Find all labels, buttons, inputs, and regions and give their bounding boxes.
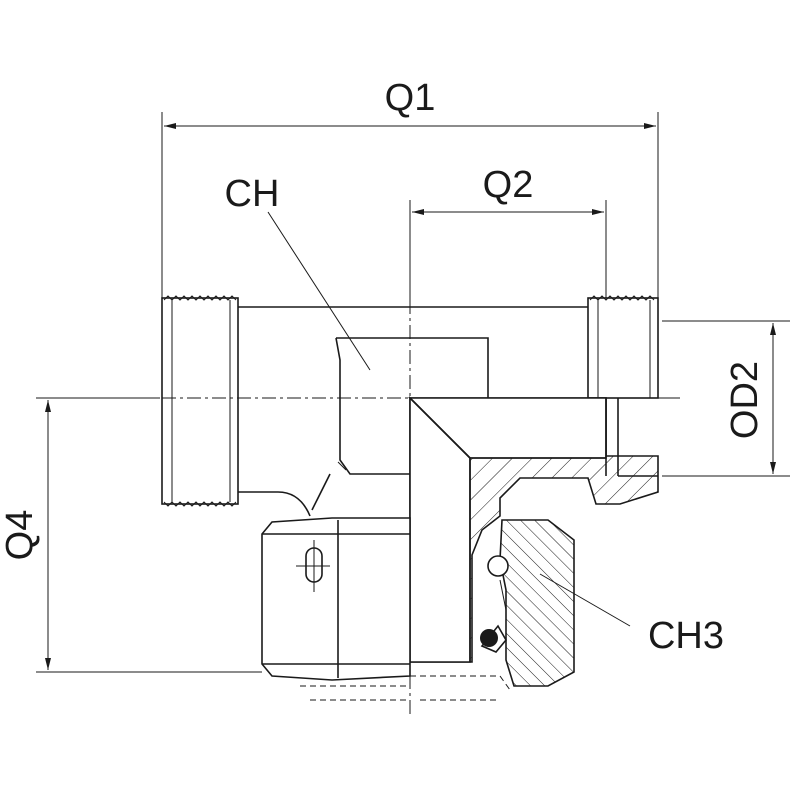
- label-q2: Q2: [483, 164, 534, 206]
- dimension-q2: Q2: [409, 164, 607, 300]
- leader-ch3: CH3: [539, 573, 724, 657]
- label-q4: Q4: [0, 510, 41, 561]
- right-thread: [587, 295, 659, 399]
- centre-lines: [162, 200, 680, 714]
- dimension-od2: OD2: [662, 320, 790, 477]
- leader-ch: CH: [225, 173, 371, 371]
- label-q1: Q1: [385, 77, 436, 119]
- label-od2: OD2: [724, 361, 766, 439]
- label-ch3: CH3: [648, 615, 724, 657]
- label-ch: CH: [225, 173, 280, 215]
- dimension-q4: Q4: [0, 397, 262, 673]
- dimension-q1: Q1: [161, 77, 659, 300]
- tee-body: [161, 295, 588, 517]
- left-thread: [163, 295, 237, 507]
- section-view: [408, 396, 659, 687]
